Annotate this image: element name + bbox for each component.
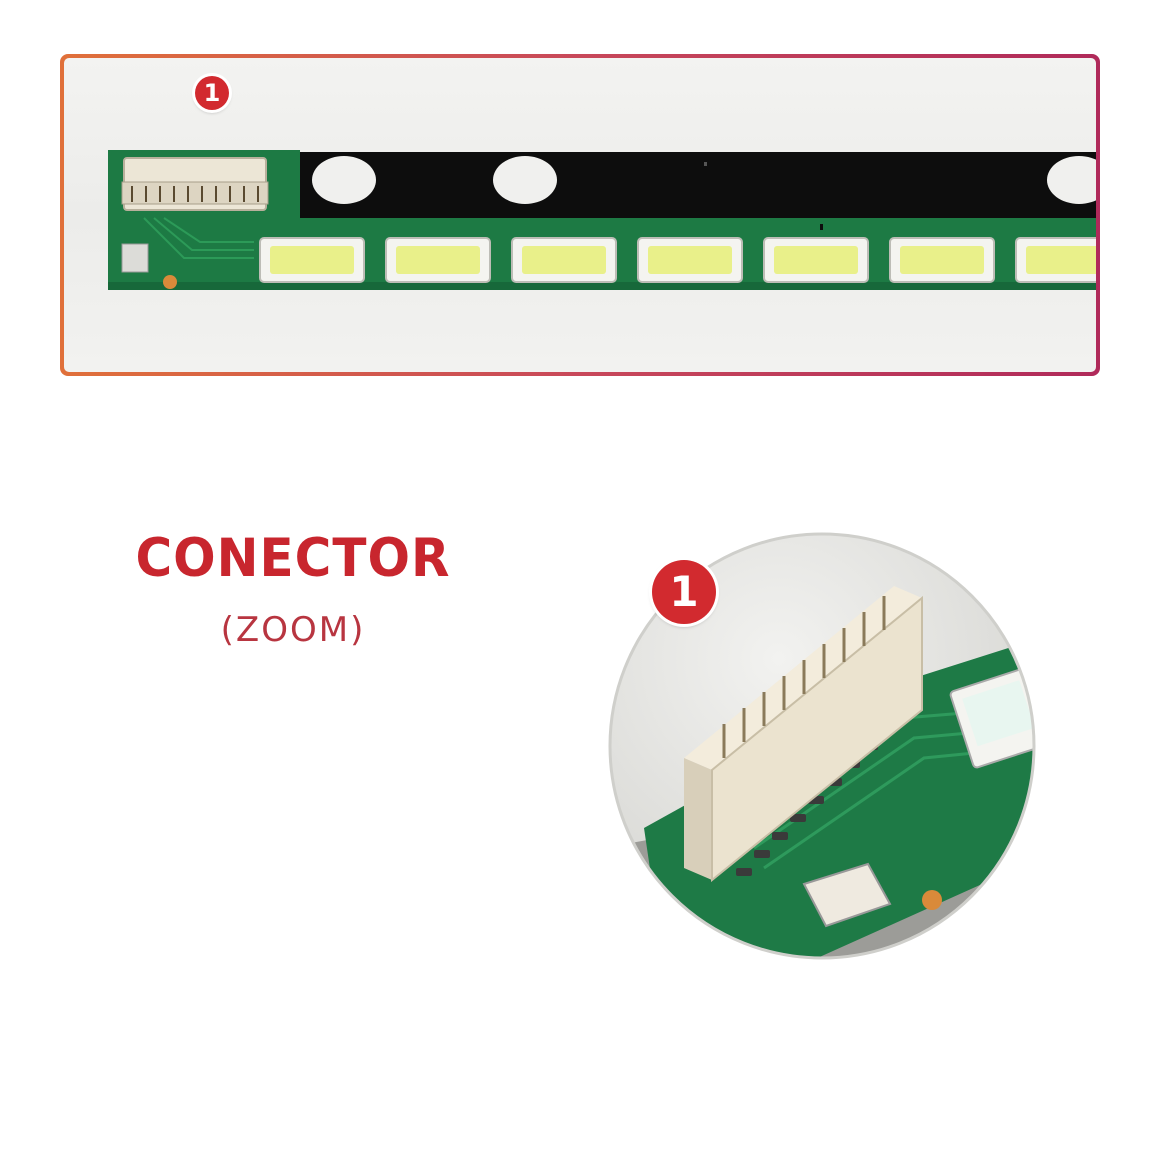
led-strip-photo-frame [60, 54, 1100, 376]
black-tape [284, 152, 1096, 220]
solder-pad [922, 890, 942, 910]
pcb-component [121, 243, 149, 273]
tape-hole [312, 156, 376, 204]
pcb-board [644, 638, 1034, 958]
callout-number-badge: 1 [195, 76, 229, 110]
caption-title: CONECTOR [135, 527, 451, 589]
callout-number-badge-zoom: 1 [652, 560, 716, 624]
caption-subtitle: (ZOOM) [220, 610, 366, 650]
connector-zoom-illustration [608, 532, 1036, 960]
connector-zoom-photo [604, 528, 1040, 964]
connector-housing [684, 586, 923, 883]
led-chip [889, 237, 995, 283]
led-row [259, 237, 1096, 283]
led-chip [1015, 237, 1096, 283]
tape-hole [493, 156, 557, 204]
led-strip-photo [64, 58, 1096, 372]
pcb-component [802, 862, 892, 928]
led-strip-illustration [108, 150, 1096, 290]
led-chip [637, 237, 743, 283]
pcb-trace [143, 217, 254, 259]
tape-hole [1047, 156, 1096, 204]
led-chip [763, 237, 869, 283]
pcb-connector [121, 157, 269, 211]
led-chip [511, 237, 617, 283]
solder-pad [163, 275, 177, 289]
led-chip [385, 237, 491, 283]
led-chip [259, 237, 365, 283]
